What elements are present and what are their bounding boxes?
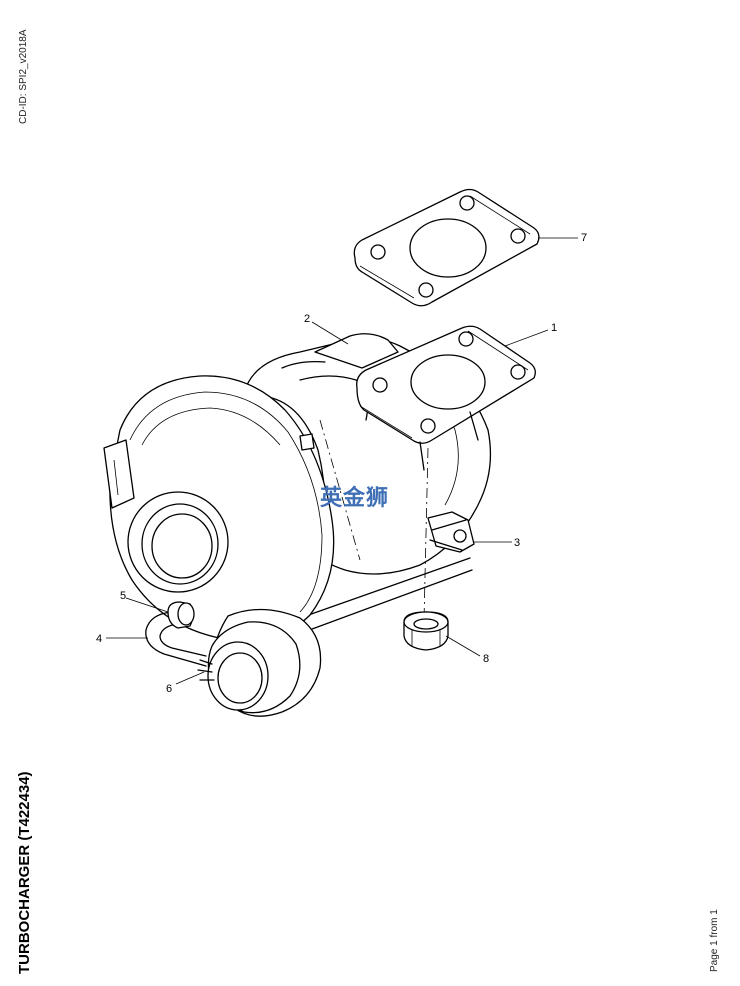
callout-2: 2 xyxy=(304,313,310,325)
hose-part-4 xyxy=(145,611,207,667)
callout-4: 4 xyxy=(96,633,102,645)
fitting-part-5 xyxy=(167,601,195,629)
clamp-part-6 xyxy=(197,659,215,681)
callout-8: 8 xyxy=(483,653,489,665)
callout-3: 3 xyxy=(514,537,520,549)
gasket-part-7 xyxy=(353,188,540,307)
leader-lines xyxy=(106,237,578,685)
callout-7: 7 xyxy=(581,232,587,244)
callout-5: 5 xyxy=(120,590,126,602)
callout-6: 6 xyxy=(166,683,172,695)
watermark-text: 英金狮 xyxy=(320,486,390,511)
bracket-part-3 xyxy=(427,511,475,553)
nut-part-8 xyxy=(403,611,449,651)
callout-1: 1 xyxy=(551,322,557,334)
turbocharger-body xyxy=(103,325,536,717)
outlet-flange-part-1 xyxy=(356,325,536,471)
